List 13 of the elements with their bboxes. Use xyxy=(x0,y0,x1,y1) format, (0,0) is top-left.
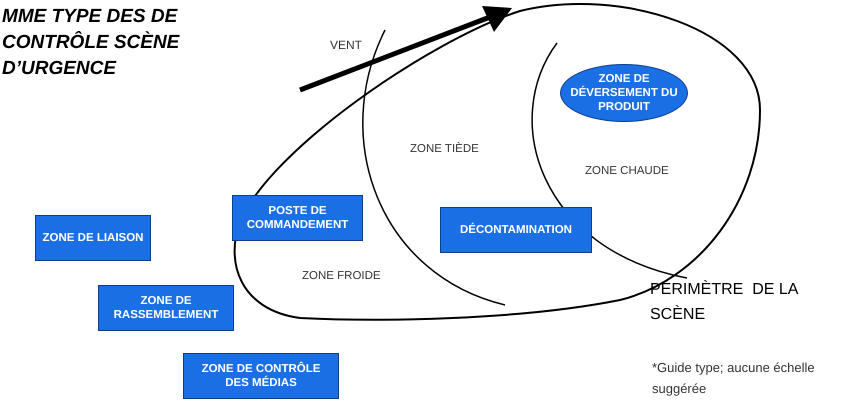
zone-box: POSTE DE COMMANDEMENT xyxy=(232,195,363,241)
zone-box: ZONE DE LIAISON xyxy=(35,215,151,261)
spill-zone-blob: ZONE DE DÉVERSEMENT DU PRODUIT xyxy=(560,64,688,122)
zone-label: ZONE TIÈDE xyxy=(410,142,480,156)
zone-box: DÉCONTAMINATION xyxy=(440,207,592,253)
zone-label: VENT xyxy=(330,38,364,52)
zone-box: ZONE DE RASSEMBLEMENT xyxy=(98,285,234,331)
zone-box: ZONE DE CONTRÔLE DES MÉDIAS xyxy=(183,353,339,399)
zone-label: ZONE CHAUDE xyxy=(585,164,670,178)
note: *Guide type; aucune échelle suggérée xyxy=(652,359,816,398)
perimeter-label: PÉRIMÈTRE DE LA SCÈNE xyxy=(650,279,800,325)
title: MME TYPE DES DE CONTRÔLE SCÈNE D’URGENCE xyxy=(2,5,181,81)
zone-label: ZONE FROIDE xyxy=(302,269,382,283)
